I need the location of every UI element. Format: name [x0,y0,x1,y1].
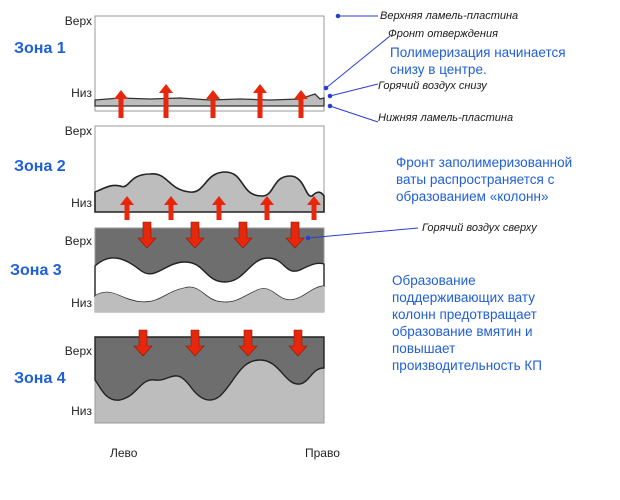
note-zone-34: Образование поддерживающих вату колонн п… [392,272,542,374]
note-zone-34-line: образование вмятин и [392,324,533,339]
hot-air-down-arrow [185,329,205,357]
zone-2-label: Зона 2 [14,158,66,175]
hot-air-down-arrow [233,221,253,249]
hot-air-up-arrow [164,196,178,220]
zone-4-bottom-label: Низ [71,404,92,418]
zone-1-cure-layer [94,93,325,107]
callout-hot-air-above: Горячий воздух сверху [422,222,537,234]
hot-air-up-arrow [307,196,321,220]
zone-3-bottom-label: Низ [71,296,92,310]
zone-1-bottom-label: Низ [71,86,92,100]
note-zone-1: Полимеризация начинается снизу в центре. [390,44,566,78]
note-zone-2-line: Фронт заполимеризованной [396,155,573,170]
hot-air-up-arrow [159,84,173,118]
note-zone-34-line: поддерживающих вату [392,290,535,305]
note-zone-34-line: Образование [392,273,476,288]
zone-3-bottom-layer [95,286,324,312]
zone-3-panel [94,227,325,313]
zone-2-bottom-label: Низ [71,196,92,210]
hot-air-down-arrow [185,221,205,249]
hot-air-down-arrow [137,221,157,249]
hot-air-down-arrow [285,221,305,249]
hot-air-down-arrow [238,329,258,357]
zone-4-panel [94,336,325,424]
hot-air-up-arrow [253,84,267,118]
note-zone-1-line: снизу в центре. [390,62,487,77]
zone-2-top-label: Верх [64,124,92,138]
hot-air-down-arrow [288,329,308,357]
callout-hot-air-below: Горячий воздух снизу [378,80,487,92]
note-zone-34-line: производительность КП [392,358,542,373]
hot-air-up-arrow [120,196,134,220]
callout-lower-plate: Нижняя ламель-пластина [378,112,514,124]
zone-4-label: Зона 4 [14,370,66,387]
note-zone-1-line: Полимеризация начинается [390,45,566,60]
zone-3-label: Зона 3 [10,262,62,279]
zone-3-top-label: Верх [64,234,92,248]
hot-air-up-arrow [206,90,220,118]
hot-air-up-arrow [212,196,226,220]
note-zone-2-line: образованием «колонн» [396,189,549,204]
note-zone-2-line: ваты распространяется с [396,172,555,187]
zone-4-dark-layer [94,336,325,401]
axis-left-label: Лево [110,446,138,460]
zone-1-top-label: Верх [64,14,92,28]
note-zone-2: Фронт заполимеризованной ваты распростра… [396,154,572,205]
leader-lines [305,13,419,241]
hot-air-arrows [114,84,321,357]
zone-1-label: Зона 1 [14,40,66,57]
hot-air-up-arrow [294,90,308,118]
callout-cure-front: Фронт отверждения [388,28,498,40]
note-zone-34-line: повышает [392,341,456,356]
callout-upper-plate: Верхняя ламель-пластина [380,10,519,22]
axis-right-label: Право [305,446,340,460]
hot-air-up-arrow [260,196,274,220]
hot-air-down-arrow [133,329,153,357]
note-zone-34-line: колонн предотвращает [392,307,537,322]
hot-air-up-arrow [114,90,128,118]
zone-4-top-label: Верх [64,344,92,358]
